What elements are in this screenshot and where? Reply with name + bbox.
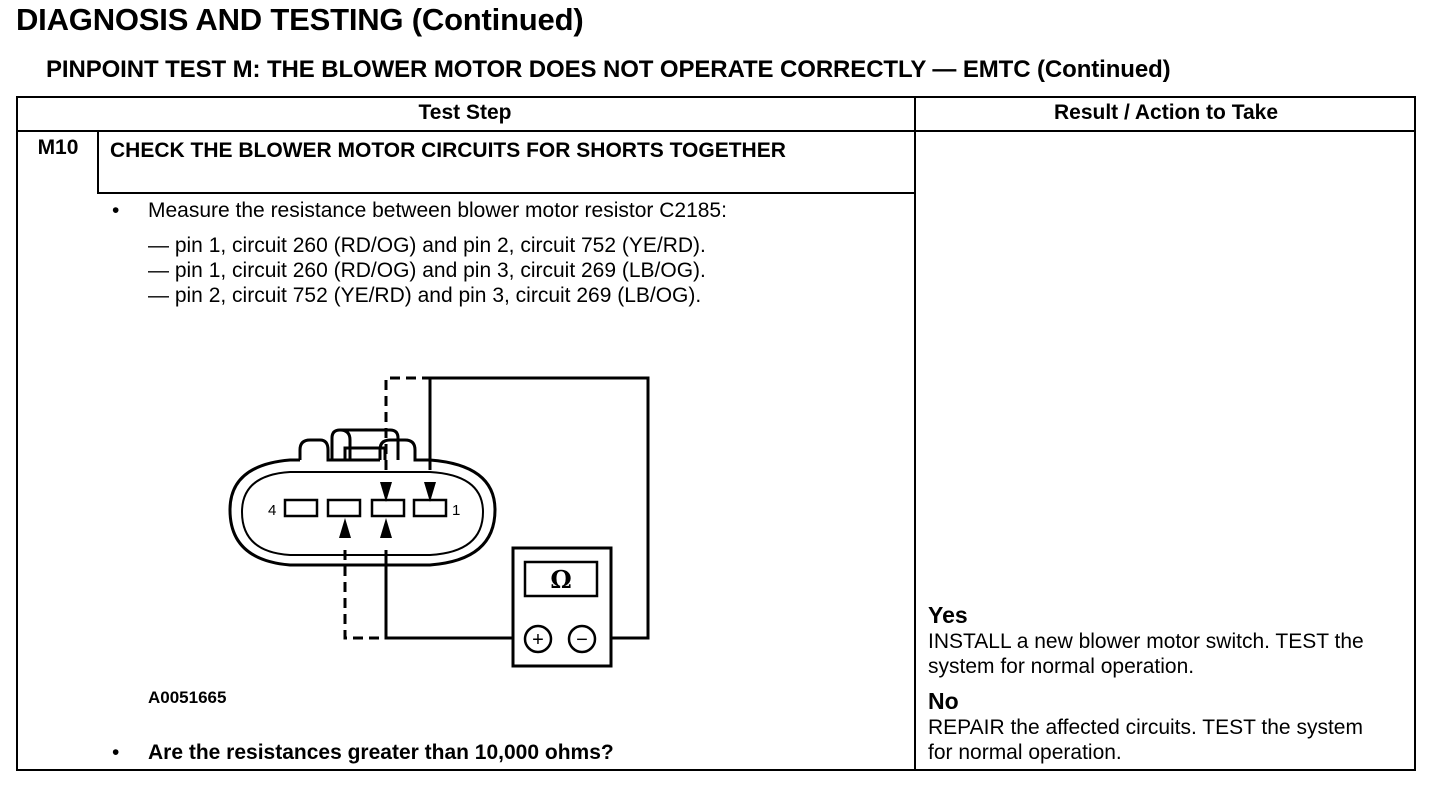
- figure-id: A0051665: [148, 688, 227, 707]
- step-title-divider: [97, 192, 915, 194]
- connector-latch-top: [330, 428, 400, 460]
- meter-display: [523, 560, 599, 598]
- connector-latch: [298, 428, 380, 462]
- column-divider: [914, 96, 916, 771]
- connector-diagram: 4 1 Ω + −: [228, 376, 650, 668]
- plus-sign: +: [532, 629, 544, 651]
- instruction-text: Measure the resistance between blower mo…: [148, 199, 727, 222]
- measurement-item: — pin 2, circuit 752 (YE/RD) and pin 3, …: [148, 284, 702, 307]
- minus-sign: −: [576, 629, 588, 651]
- measurement-item: — pin 1, circuit 260 (RD/OG) and pin 2, …: [148, 234, 706, 257]
- pin-label-1: 1: [452, 502, 460, 519]
- ohm-symbol: Ω: [550, 565, 571, 594]
- connector-body-outline: [228, 438, 497, 567]
- page-title: DIAGNOSIS AND TESTING (Continued): [16, 2, 584, 37]
- header-row-divider: [16, 130, 1416, 132]
- result-no-text: REPAIR the affected circuits. TEST the s…: [928, 716, 1363, 764]
- column-header-test-step: Test Step: [418, 101, 512, 124]
- connector-inner-outline: [240, 471, 485, 556]
- result-yes-label: Yes: [928, 602, 968, 628]
- dashed-lead-top: [384, 376, 430, 470]
- column-header-result: Result / Action to Take: [1053, 101, 1279, 124]
- result-no-label: No: [928, 688, 959, 714]
- test-table: [16, 96, 1416, 771]
- step-title: CHECK THE BLOWER MOTOR CIRCUITS FOR SHOR…: [110, 139, 786, 162]
- meter-plus-terminal: [523, 624, 553, 654]
- bullet: •: [112, 199, 120, 222]
- step-id: M10: [37, 136, 79, 159]
- probe-wire-plus: [384, 550, 520, 640]
- bullet: •: [112, 741, 120, 764]
- result-yes-text: INSTALL a new blower motor switch. TEST …: [928, 630, 1364, 678]
- dashed-lead-bottom: [343, 550, 386, 640]
- page-subtitle: PINPOINT TEST M: THE BLOWER MOTOR DOES N…: [46, 56, 1171, 83]
- step-id-divider: [97, 130, 99, 194]
- measurement-item: — pin 1, circuit 260 (RD/OG) and pin 3, …: [148, 259, 706, 282]
- question-text: Are the resistances greater than 10,000 …: [148, 741, 614, 764]
- pin-label-4: 4: [268, 502, 276, 519]
- meter-minus-terminal: [567, 624, 597, 654]
